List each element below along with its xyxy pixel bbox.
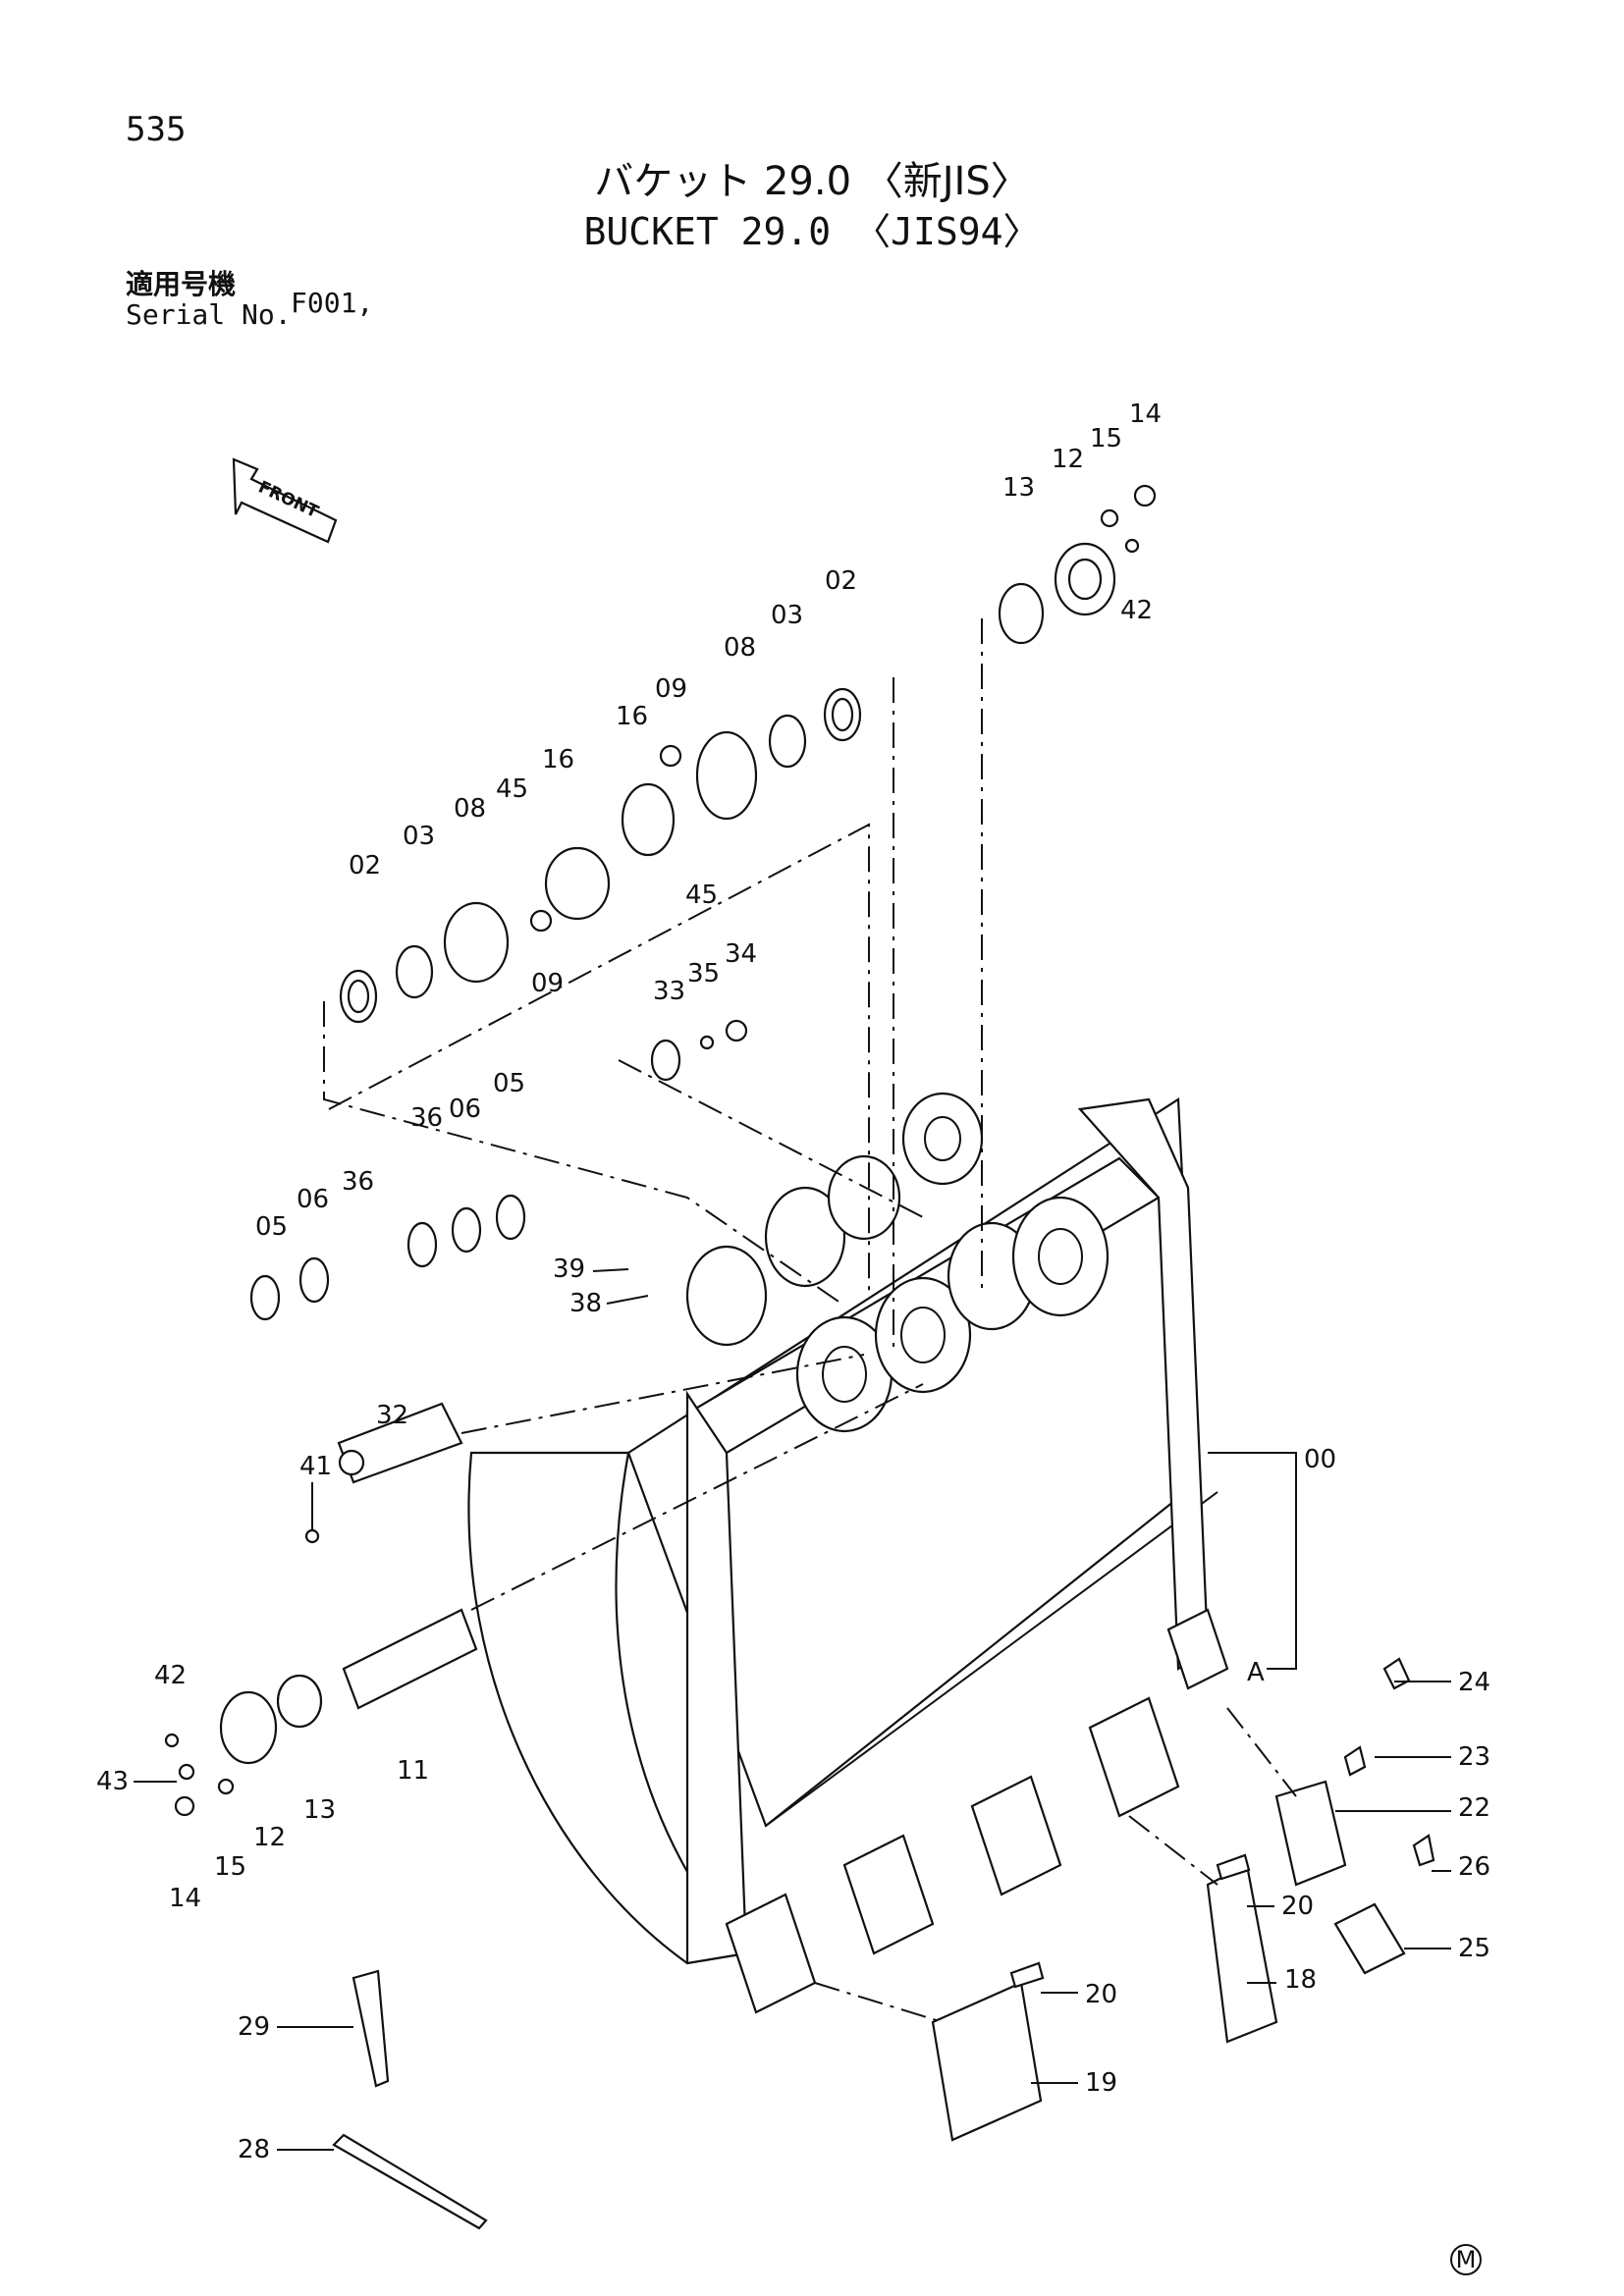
callout-06-right: 06: [449, 1095, 481, 1124]
callout-36-right: 36: [410, 1103, 443, 1133]
page-title-japanese: バケット 29.0 〈新JIS〉: [594, 159, 1030, 204]
callout-35: 35: [687, 959, 720, 988]
parts-drawing: [164, 484, 1435, 2230]
page-title-english: BUCKET 29.0 〈JIS94〉: [583, 210, 1041, 253]
callout-20-top: 20: [1281, 1892, 1314, 1921]
maker-mark-icon: M: [1450, 2244, 1482, 2275]
callout-16-right: 16: [616, 702, 648, 731]
callout-23: 23: [1458, 1742, 1490, 1772]
callout-22: 22: [1458, 1793, 1490, 1823]
callout-42-right: 42: [1120, 596, 1153, 625]
callout-33: 33: [653, 977, 685, 1006]
serial-number-value: F001,: [291, 287, 374, 319]
callout-13-left: 13: [303, 1795, 336, 1825]
callout-12-left: 12: [253, 1823, 286, 1852]
page-number: 535: [126, 110, 187, 149]
callout-16-left: 16: [542, 745, 574, 774]
callout-09-right: 09: [655, 674, 687, 704]
callout-labels: 00 A 02 02 03 03 05 05 06 06 08 08 09 09…: [96, 400, 1490, 2164]
callout-14-left: 14: [169, 1884, 201, 1913]
callout-19: 19: [1085, 2068, 1117, 2098]
callout-12-right: 12: [1052, 445, 1084, 474]
callout-02-right: 02: [825, 566, 857, 596]
callout-14-right: 14: [1129, 400, 1162, 429]
alignment-lines: [323, 618, 1297, 2023]
callout-08-left: 08: [454, 794, 486, 824]
front-arrow-icon: FRONT: [232, 457, 338, 544]
callout-05-right: 05: [493, 1069, 525, 1098]
callout-09-left: 09: [531, 969, 564, 998]
callout-45-left: 45: [496, 774, 528, 804]
callout-24: 24: [1458, 1668, 1490, 1697]
callout-26: 26: [1458, 1852, 1490, 1882]
callout-03-left: 03: [403, 822, 435, 851]
callout-41: 41: [299, 1452, 332, 1481]
callout-08-right: 08: [724, 633, 756, 663]
callout-36-left: 36: [342, 1167, 374, 1197]
callout-20-bottom: 20: [1085, 1980, 1117, 2009]
callout-43: 43: [96, 1767, 129, 1796]
callout-13-right: 13: [1002, 473, 1035, 503]
callout-06-left: 06: [297, 1185, 329, 1214]
callout-11: 11: [397, 1756, 429, 1786]
callout-38: 38: [569, 1289, 602, 1318]
serial-label-english: Serial No.: [126, 298, 292, 331]
callout-28: 28: [238, 2135, 270, 2164]
serial-label-japanese: 適用号機: [126, 268, 237, 300]
callout-15-right: 15: [1090, 424, 1122, 454]
callout-39: 39: [553, 1255, 585, 1284]
callout-15-left: 15: [214, 1852, 246, 1882]
callout-00: 00: [1304, 1445, 1336, 1474]
callout-29: 29: [238, 2012, 270, 2042]
callout-32: 32: [376, 1401, 408, 1430]
leader-lines: [134, 1268, 1451, 2151]
callout-05-left: 05: [255, 1212, 288, 1242]
callout-42-left: 42: [154, 1661, 187, 1690]
callout-45-right: 45: [685, 881, 718, 910]
bucket-body-drawing: [467, 1092, 1229, 2014]
callout-25: 25: [1458, 1934, 1490, 1963]
callout-18: 18: [1284, 1965, 1317, 1995]
callout-02-left: 02: [349, 851, 381, 881]
callout-a: A: [1247, 1658, 1265, 1687]
callout-03-right: 03: [771, 601, 803, 630]
callout-34: 34: [725, 939, 757, 969]
